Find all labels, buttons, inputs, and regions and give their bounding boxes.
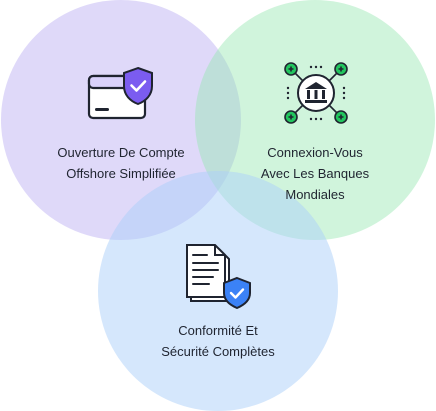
document-shield-icon <box>186 244 251 309</box>
label-line: Offshore Simplifiée <box>66 166 176 181</box>
label-compliance: Conformité Et Sécurité Complètes <box>118 320 318 362</box>
label-line: Connexion-Vous <box>267 145 363 160</box>
label-line: Avec Les Banques <box>260 166 370 181</box>
label-line: Ouverture De Compte <box>57 145 185 160</box>
bank-network-icon <box>284 62 348 124</box>
label-banks: Connexion-Vous Avec Les Banques Mondiale… <box>215 142 415 205</box>
label-line: Mondiales <box>285 187 345 202</box>
label-line: Conformité Et <box>178 323 258 338</box>
browser-shield-icon <box>87 66 153 120</box>
label-offshore: Ouverture De Compte Offshore Simplifiée <box>21 142 221 184</box>
label-line: Sécurité Complètes <box>161 344 275 359</box>
